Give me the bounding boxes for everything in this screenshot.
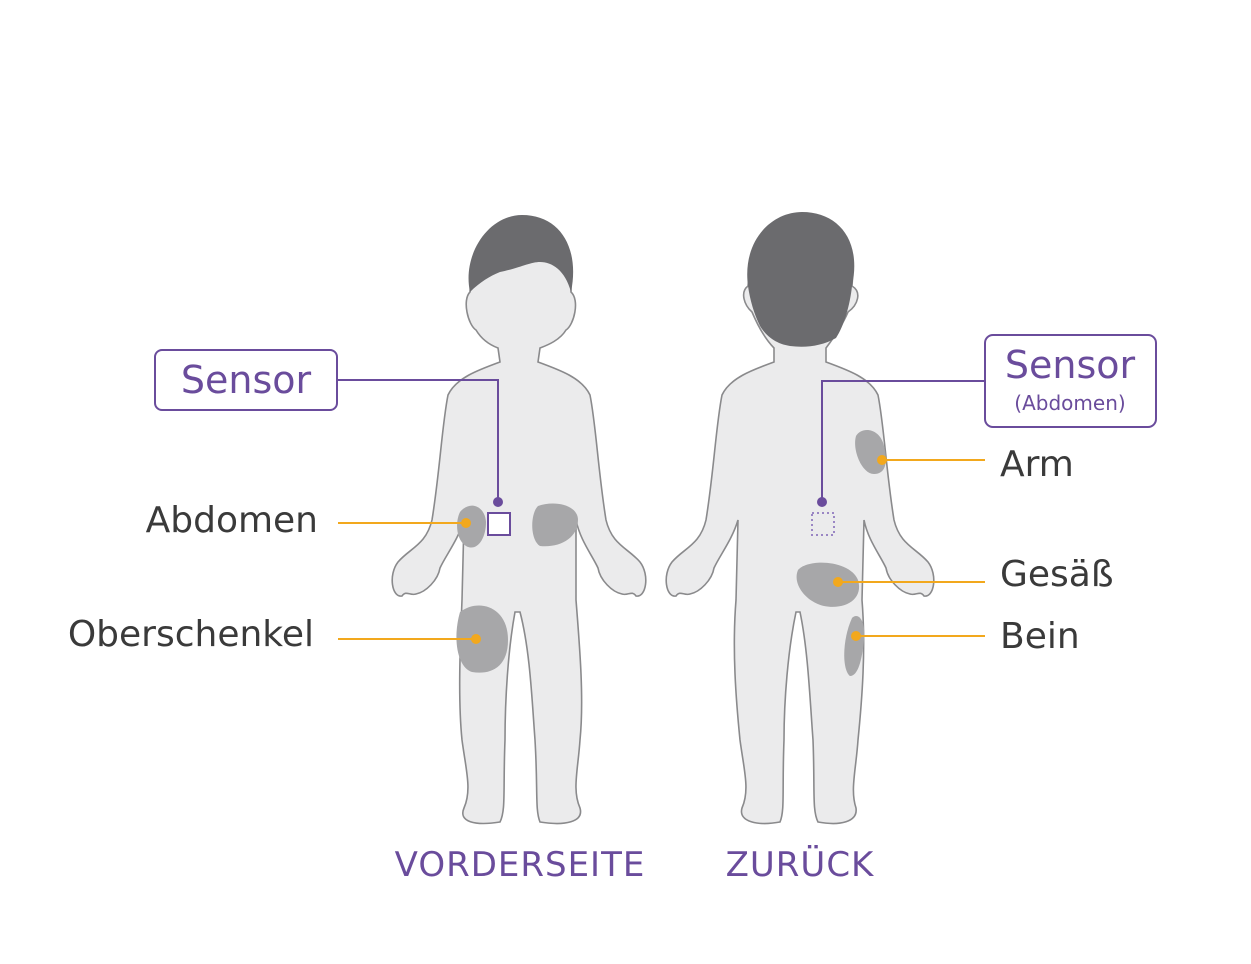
back-hair: [747, 212, 855, 347]
back-buttocks-callout: Gesäß: [833, 554, 1114, 595]
front-figure: [391, 215, 647, 825]
back-buttocks-site: [796, 562, 860, 607]
back-sensor-callout: Sensor (Abdomen): [817, 334, 1157, 507]
back-sensor-marker: [811, 512, 835, 536]
front-body-silhouette: [391, 227, 647, 825]
front-sensor-leader: [337, 379, 499, 502]
back-arm-leader-dot: [877, 455, 887, 465]
back-leg-site: [844, 616, 865, 676]
front-sensor-leader-dot: [493, 497, 503, 507]
front-thigh-callout: Oberschenkel: [68, 614, 481, 655]
back-leg-label: Bein: [1000, 616, 1080, 657]
back-leg-callout: Bein: [851, 616, 1080, 657]
front-sensor-marker: [487, 512, 511, 536]
back-sensor-sublabel: (Abdomen): [1014, 391, 1125, 415]
front-abdomen-callout: Abdomen: [146, 500, 471, 541]
front-thigh-leader-dot: [471, 634, 481, 644]
back-buttocks-leader-dot: [833, 577, 843, 587]
front-hair: [468, 215, 574, 292]
back-sensor-leader: [821, 380, 985, 502]
front-abdomen-site-right: [532, 503, 578, 547]
front-caption: VORDERSEITE: [395, 845, 646, 885]
front-sensor-label: Sensor: [181, 358, 312, 402]
back-sensor-label: Sensor: [1005, 343, 1136, 387]
back-buttocks-label: Gesäß: [1000, 554, 1114, 595]
back-sensor-leader-dot: [817, 497, 827, 507]
front-sensor-callout: Sensor: [154, 349, 503, 507]
back-caption: ZURÜCK: [726, 844, 875, 885]
back-figure: [665, 212, 935, 825]
front-thigh-site: [456, 605, 508, 673]
front-abdomen-label: Abdomen: [146, 500, 318, 541]
back-body-silhouette: [665, 217, 935, 825]
front-abdomen-leader-dot: [461, 518, 471, 528]
back-arm-label: Arm: [1000, 444, 1074, 485]
back-leg-leader-dot: [851, 631, 861, 641]
front-abdomen-site-left: [457, 505, 486, 548]
front-thigh-label: Oberschenkel: [68, 614, 314, 655]
back-arm-callout: Arm: [877, 444, 1074, 485]
